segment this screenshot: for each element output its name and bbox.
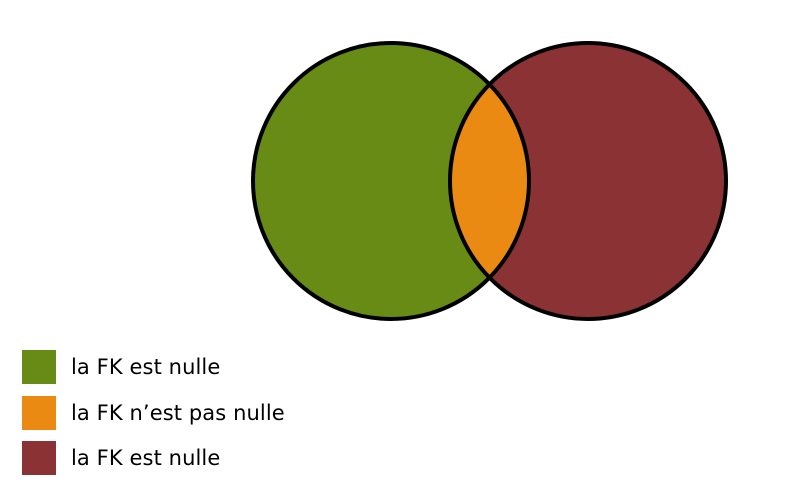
legend-label-intersection: la FK n’est pas nulle bbox=[71, 400, 285, 425]
legend-item-right-set: la FK est nulle bbox=[22, 441, 722, 475]
left-set-outline bbox=[251, 41, 531, 321]
right-set-circle bbox=[450, 43, 726, 319]
legend-item-left-set: la FK est nulle bbox=[22, 350, 722, 384]
legend-item-intersection: la FK n’est pas nulle bbox=[22, 395, 722, 430]
legend: la FK est nulle la FK n’est pas nulle la… bbox=[22, 350, 722, 487]
legend-label-left-set: la FK est nulle bbox=[71, 355, 221, 379]
right-set-outline bbox=[448, 41, 728, 321]
legend-label-right-set: la FK est nulle bbox=[71, 446, 221, 470]
left-set-circle bbox=[253, 43, 529, 319]
venn-diagram bbox=[251, 41, 728, 321]
legend-swatch-intersection bbox=[22, 395, 56, 430]
legend-swatch-left-set bbox=[22, 350, 56, 384]
legend-swatch-right-set bbox=[22, 441, 56, 475]
